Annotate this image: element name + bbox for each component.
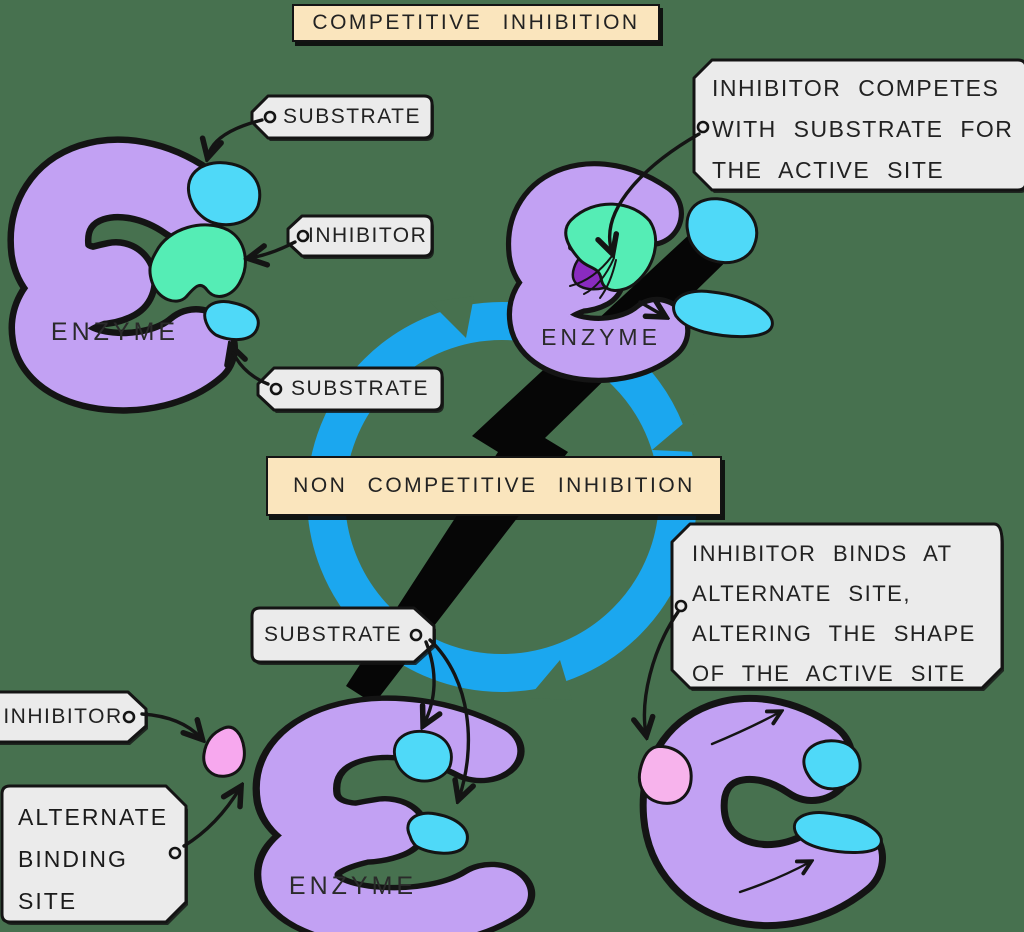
substrate-tag-top-left — [250, 94, 434, 141]
tag-hole — [263, 110, 277, 124]
inhibitor-green-free — [148, 223, 247, 303]
tag-hole — [696, 120, 710, 134]
competitive-note-text: INHIBITOR COMPETES WITH SUBSTRATE FOR TH… — [712, 68, 1013, 191]
noncompetitive-note-line-3: ALTERING THE SHAPE — [692, 621, 976, 646]
alt-site-line-2: BINDING — [18, 846, 128, 872]
competitive-title-box: COMPETITIVE INHIBITION — [292, 4, 660, 42]
noncompetitive-note-box — [670, 522, 1004, 691]
tag-hole — [269, 382, 283, 396]
inhibitor-tag-bottom-label: INHIBITOR — [3, 705, 123, 728]
arrow-inhibitor-left — [250, 240, 297, 258]
substrate-far-right-bean — [793, 811, 883, 855]
substrate-bean-bottom — [406, 811, 469, 855]
arrow-note-to-alternate-site — [644, 610, 680, 734]
tag-hole — [168, 846, 182, 860]
enzyme-label-top-right: ENZYME — [541, 324, 661, 350]
substrate-tag-mid-left — [256, 366, 444, 413]
substrate-top-left — [187, 161, 262, 227]
arrow-substrate-to-bean — [428, 638, 468, 798]
enzyme-altered-shape — [639, 694, 886, 929]
substrate-top-right — [685, 197, 759, 265]
enzyme-label-top-left: ENZYME — [50, 318, 180, 346]
connector-arrows — [140, 118, 701, 848]
inhibitor-pink-free — [202, 725, 246, 778]
competitive-note-box — [692, 58, 1024, 193]
noncompetitive-note-line-2: ALTERNATE SITE, — [692, 581, 911, 606]
noncompetitive-title-box: NON COMPETITIVE INHIBITION — [266, 456, 722, 516]
substrate-tag-top-label: SUBSTRATE — [283, 105, 421, 128]
tag-hole — [122, 710, 136, 724]
arrow-substrate-top — [208, 118, 264, 156]
enzyme-label-bottom: ENZYME — [288, 872, 418, 900]
substrate-mid-bottom — [392, 729, 453, 783]
arrow-alternate-site — [182, 788, 240, 848]
substrate-bean-left — [203, 300, 260, 341]
substrate-far-right-top — [802, 739, 862, 791]
noncompetitive-note-text: INHIBITOR BINDS AT ALTERNATE SITE, ALTER… — [692, 534, 976, 694]
alternate-binding-site-label: ALTERNATE BINDING SITE — [18, 796, 168, 922]
noncompetitive-note-line-1: INHIBITOR BINDS AT — [692, 541, 953, 566]
alt-site-line-1: ALTERNATE — [18, 804, 169, 830]
shape-change-arrows — [710, 712, 810, 894]
noncompetitive-note-line-4: OF THE ACTIVE SITE — [692, 661, 966, 686]
substrate-tag-bottom-label: SUBSTRATE — [264, 623, 402, 646]
competitive-note-line-1: INHIBITOR COMPETES — [712, 75, 1000, 101]
arrow-inhibitor-bottom — [140, 712, 201, 738]
substrate-bean-right — [672, 289, 774, 339]
tag-hole — [409, 628, 423, 642]
substrate-tag-bottom — [250, 606, 436, 665]
arrow-substrate-mid — [231, 347, 270, 386]
substrate-tag-mid-label: SUBSTRATE — [291, 377, 429, 400]
alt-site-line-3: SITE — [18, 888, 78, 914]
inhibitor-pink-bound — [637, 744, 693, 805]
tag-bodies — [0, 58, 1024, 925]
arrow-substrate-repelled — [638, 302, 664, 316]
arrow-note-to-active-site — [610, 132, 701, 252]
tag-hole — [296, 229, 310, 243]
inhibitor-tag-left — [286, 214, 434, 259]
inhibitor-tag-bottom-left — [0, 690, 148, 745]
competitive-note-line-3: THE ACTIVE SITE — [712, 157, 945, 183]
arrow-substrate-to-triangle — [424, 640, 434, 724]
enzyme-competitive-free — [7, 136, 238, 414]
alternate-binding-site-tag — [0, 784, 188, 925]
tag-hole — [674, 599, 688, 613]
enzyme-noncompetitive — [252, 695, 536, 932]
inhibitor-tag-left-label: INHIBITOR — [308, 224, 428, 247]
active-site-fan-lines — [569, 255, 617, 299]
competitive-note-line-2: WITH SUBSTRATE FOR — [712, 116, 1014, 142]
